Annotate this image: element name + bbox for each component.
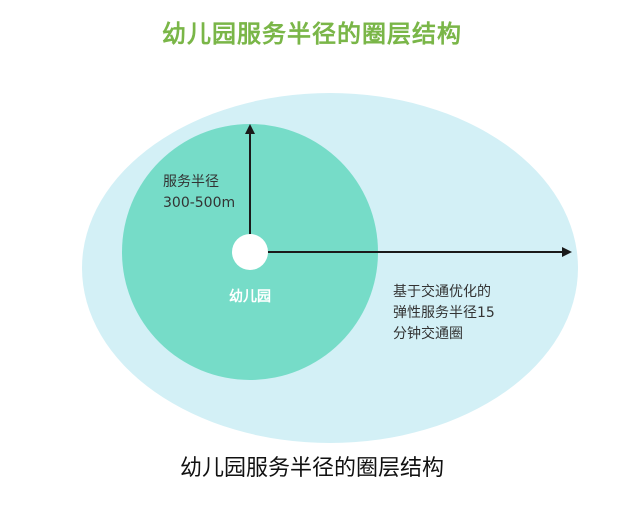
outer-radius-label-line3: 分钟交通圈 <box>393 326 463 342</box>
diagram-title: 幼儿园服务半径的圈层结构 <box>162 20 462 48</box>
kindergarten-center-dot <box>232 234 268 270</box>
outer-radius-label-line1: 基于交通优化的 <box>393 284 491 300</box>
outer-radius-label: 基于交通优化的 弹性服务半径15 分钟交通圈 <box>393 282 495 345</box>
kindergarten-label: 幼儿园 <box>229 289 271 305</box>
inner-radius-label-line2: 300-500m <box>163 195 236 211</box>
inner-radius-label: 服务半径 300-500m <box>163 172 235 214</box>
outer-radius-label-line2: 弹性服务半径15 <box>393 305 495 321</box>
inner-radius-label-line1: 服务半径 <box>163 174 219 190</box>
figure-caption: 幼儿园服务半径的圈层结构 <box>179 456 444 481</box>
